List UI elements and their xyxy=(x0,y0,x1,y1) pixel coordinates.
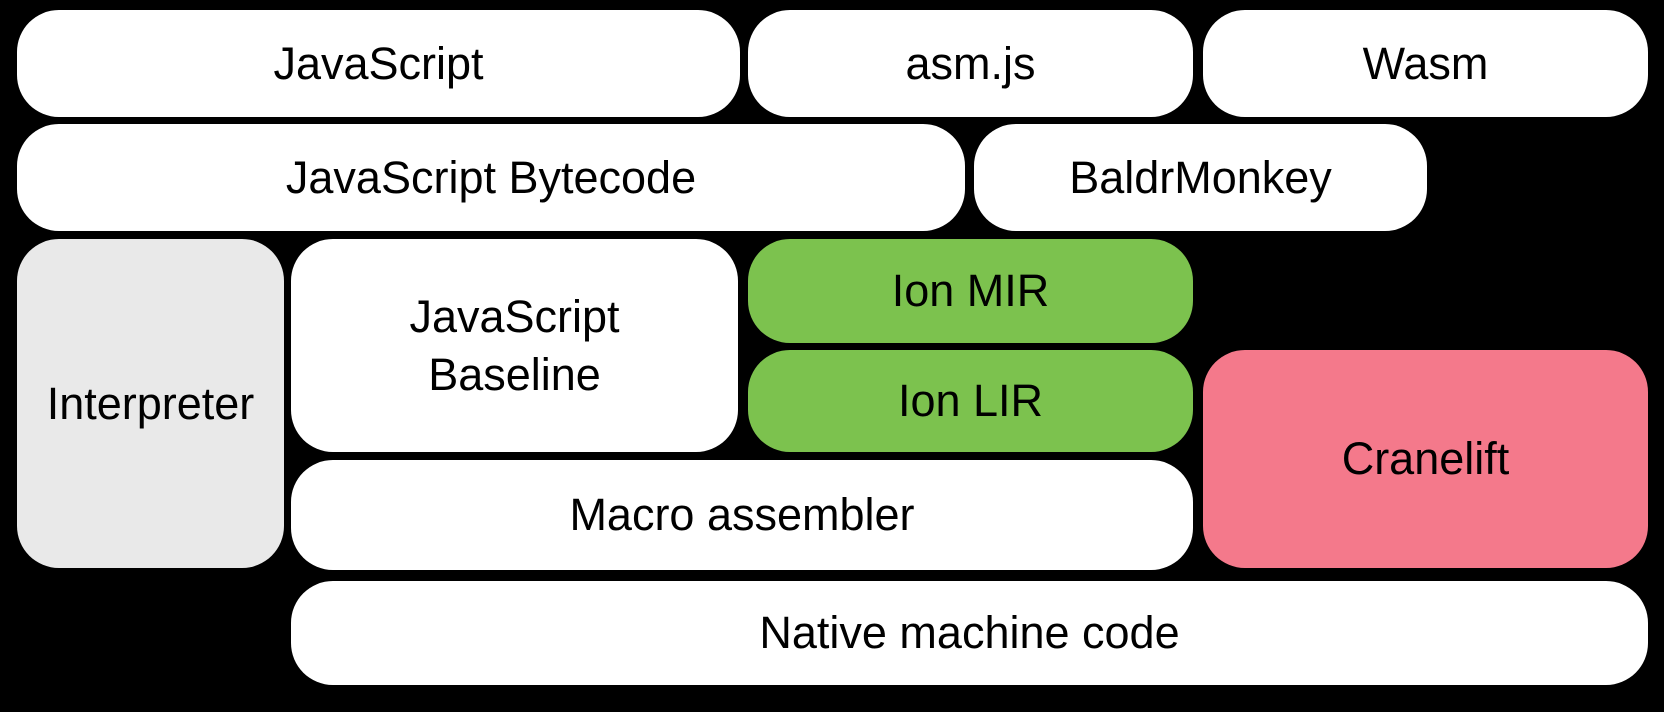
box-asmjs: asm.js xyxy=(748,10,1193,117)
box-macro-assembler: Macro assembler xyxy=(291,460,1193,570)
box-ion-lir: Ion LIR xyxy=(748,350,1193,452)
box-cranelift: Cranelift xyxy=(1203,350,1648,568)
box-ion-mir: Ion MIR xyxy=(748,239,1193,343)
box-wasm: Wasm xyxy=(1203,10,1648,117)
box-baldrmonkey: BaldrMonkey xyxy=(974,124,1427,231)
box-interpreter: Interpreter xyxy=(17,239,284,568)
box-javascript: JavaScript xyxy=(17,10,740,117)
box-native-machine-code: Native machine code xyxy=(291,581,1648,685)
box-javascript-bytecode: JavaScript Bytecode xyxy=(17,124,965,231)
box-javascript-baseline: JavaScript Baseline xyxy=(291,239,738,452)
